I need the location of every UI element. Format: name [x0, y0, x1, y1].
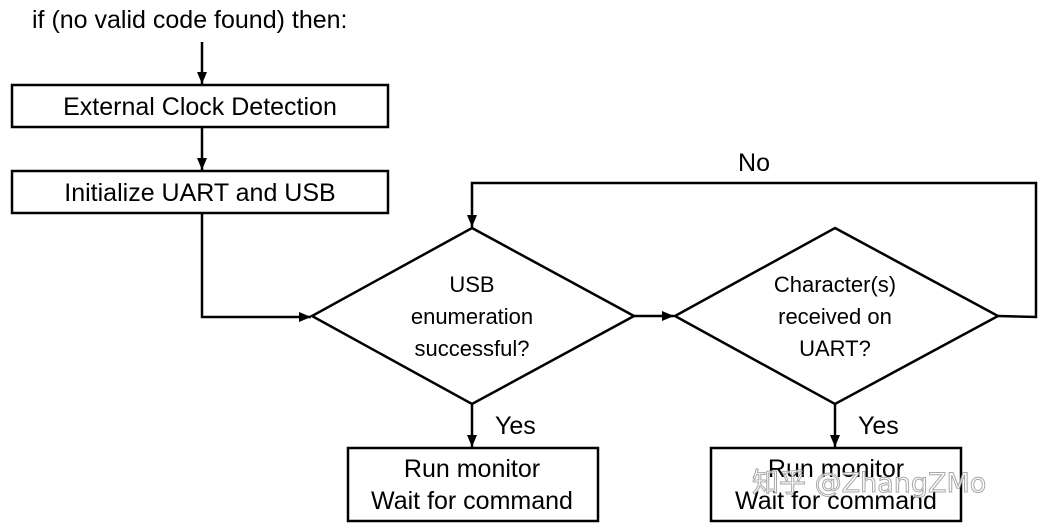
outcome-left-line2: Wait for command: [371, 487, 573, 515]
step-clock-detection: External Clock Detection: [10, 83, 390, 129]
decision-uart-line2: received on: [778, 304, 892, 329]
edge-label-yes-left: Yes: [495, 412, 536, 440]
arrow-no-loop: [467, 181, 1038, 319]
decision-usb-line2: enumeration: [411, 304, 533, 329]
edge-label-yes-right: Yes: [858, 412, 899, 440]
step-init-uart-usb: Initialize UART and USB: [10, 169, 390, 215]
decision-uart-line3: UART?: [799, 336, 871, 361]
outcome-left-line1: Run monitor: [404, 455, 540, 483]
step-clock-detection-label: External Clock Detection: [63, 93, 337, 121]
edge-label-no: No: [738, 149, 770, 177]
decision-usb-line3: successful?: [415, 336, 530, 361]
arrow-init-to-usb-decision: [200, 213, 311, 322]
watermark-text: 知乎 @ZhangZMo: [752, 468, 986, 499]
decision-uart-character: Character(s) received on UART?: [672, 226, 1001, 406]
outcome-right-line2: Wait for command: [735, 487, 937, 515]
decision-usb-enumeration: USB enumeration successful?: [309, 226, 637, 406]
outcome-right: Run monitor Wait for command: [709, 446, 963, 523]
outcome-left: Run monitor Wait for command: [346, 446, 600, 523]
outcome-right-line1: Run monitor: [768, 455, 904, 483]
step-init-label: Initialize UART and USB: [64, 179, 335, 207]
decision-usb-line1: USB: [449, 272, 494, 297]
condition-text: if (no valid code found) then:: [32, 6, 347, 34]
decision-uart-line1: Character(s): [774, 272, 896, 297]
